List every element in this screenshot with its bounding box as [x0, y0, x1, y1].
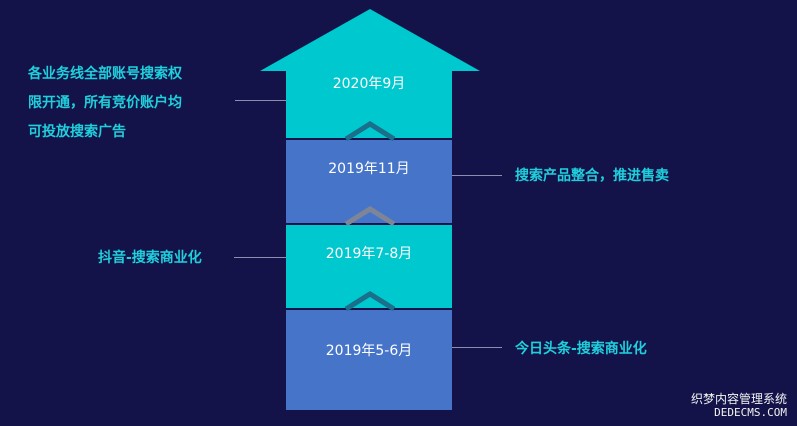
chevron-up-icon	[344, 206, 396, 227]
chevron-up-icon	[344, 291, 396, 312]
note-line: 限开通，所有竞价账户均	[28, 95, 182, 111]
chevron-up-icon	[344, 121, 396, 142]
note-2019-may-jun: 今日头条-搜索商业化	[515, 341, 647, 357]
date-label-2019-nov: 2019年11月	[328, 161, 410, 177]
note-2019-jul-aug: 抖音-搜索商业化	[98, 250, 202, 266]
note-line: 各业务线全部账号搜索权	[28, 66, 182, 82]
date-label-2019-jul-aug: 2019年7-8月	[325, 246, 413, 262]
watermark-line1: 织梦内容管理系统	[690, 392, 787, 406]
date-label-2019-may-jun: 2019年5-6月	[325, 343, 413, 359]
block-2019-may-jun	[286, 309, 452, 410]
watermark-line2: DEDECMS.COM	[714, 406, 787, 419]
note-2020-sep: 各业务线全部账号搜索权 限开通，所有竞价账户均 可投放搜索广告	[28, 60, 238, 147]
note-2019-nov: 搜索产品整合，推进售卖	[515, 168, 669, 184]
note-line: 可投放搜索广告	[28, 124, 126, 140]
date-label-2020-sep: 2020年9月	[332, 76, 406, 92]
block-2020-sep-arrow	[260, 9, 480, 139]
connector-line	[452, 347, 502, 348]
connector-line	[234, 257, 286, 258]
connector-line	[235, 100, 286, 101]
connector-line	[452, 175, 502, 176]
watermark-logo: 织梦内容管理系统 DEDECMS.COM	[691, 392, 787, 420]
